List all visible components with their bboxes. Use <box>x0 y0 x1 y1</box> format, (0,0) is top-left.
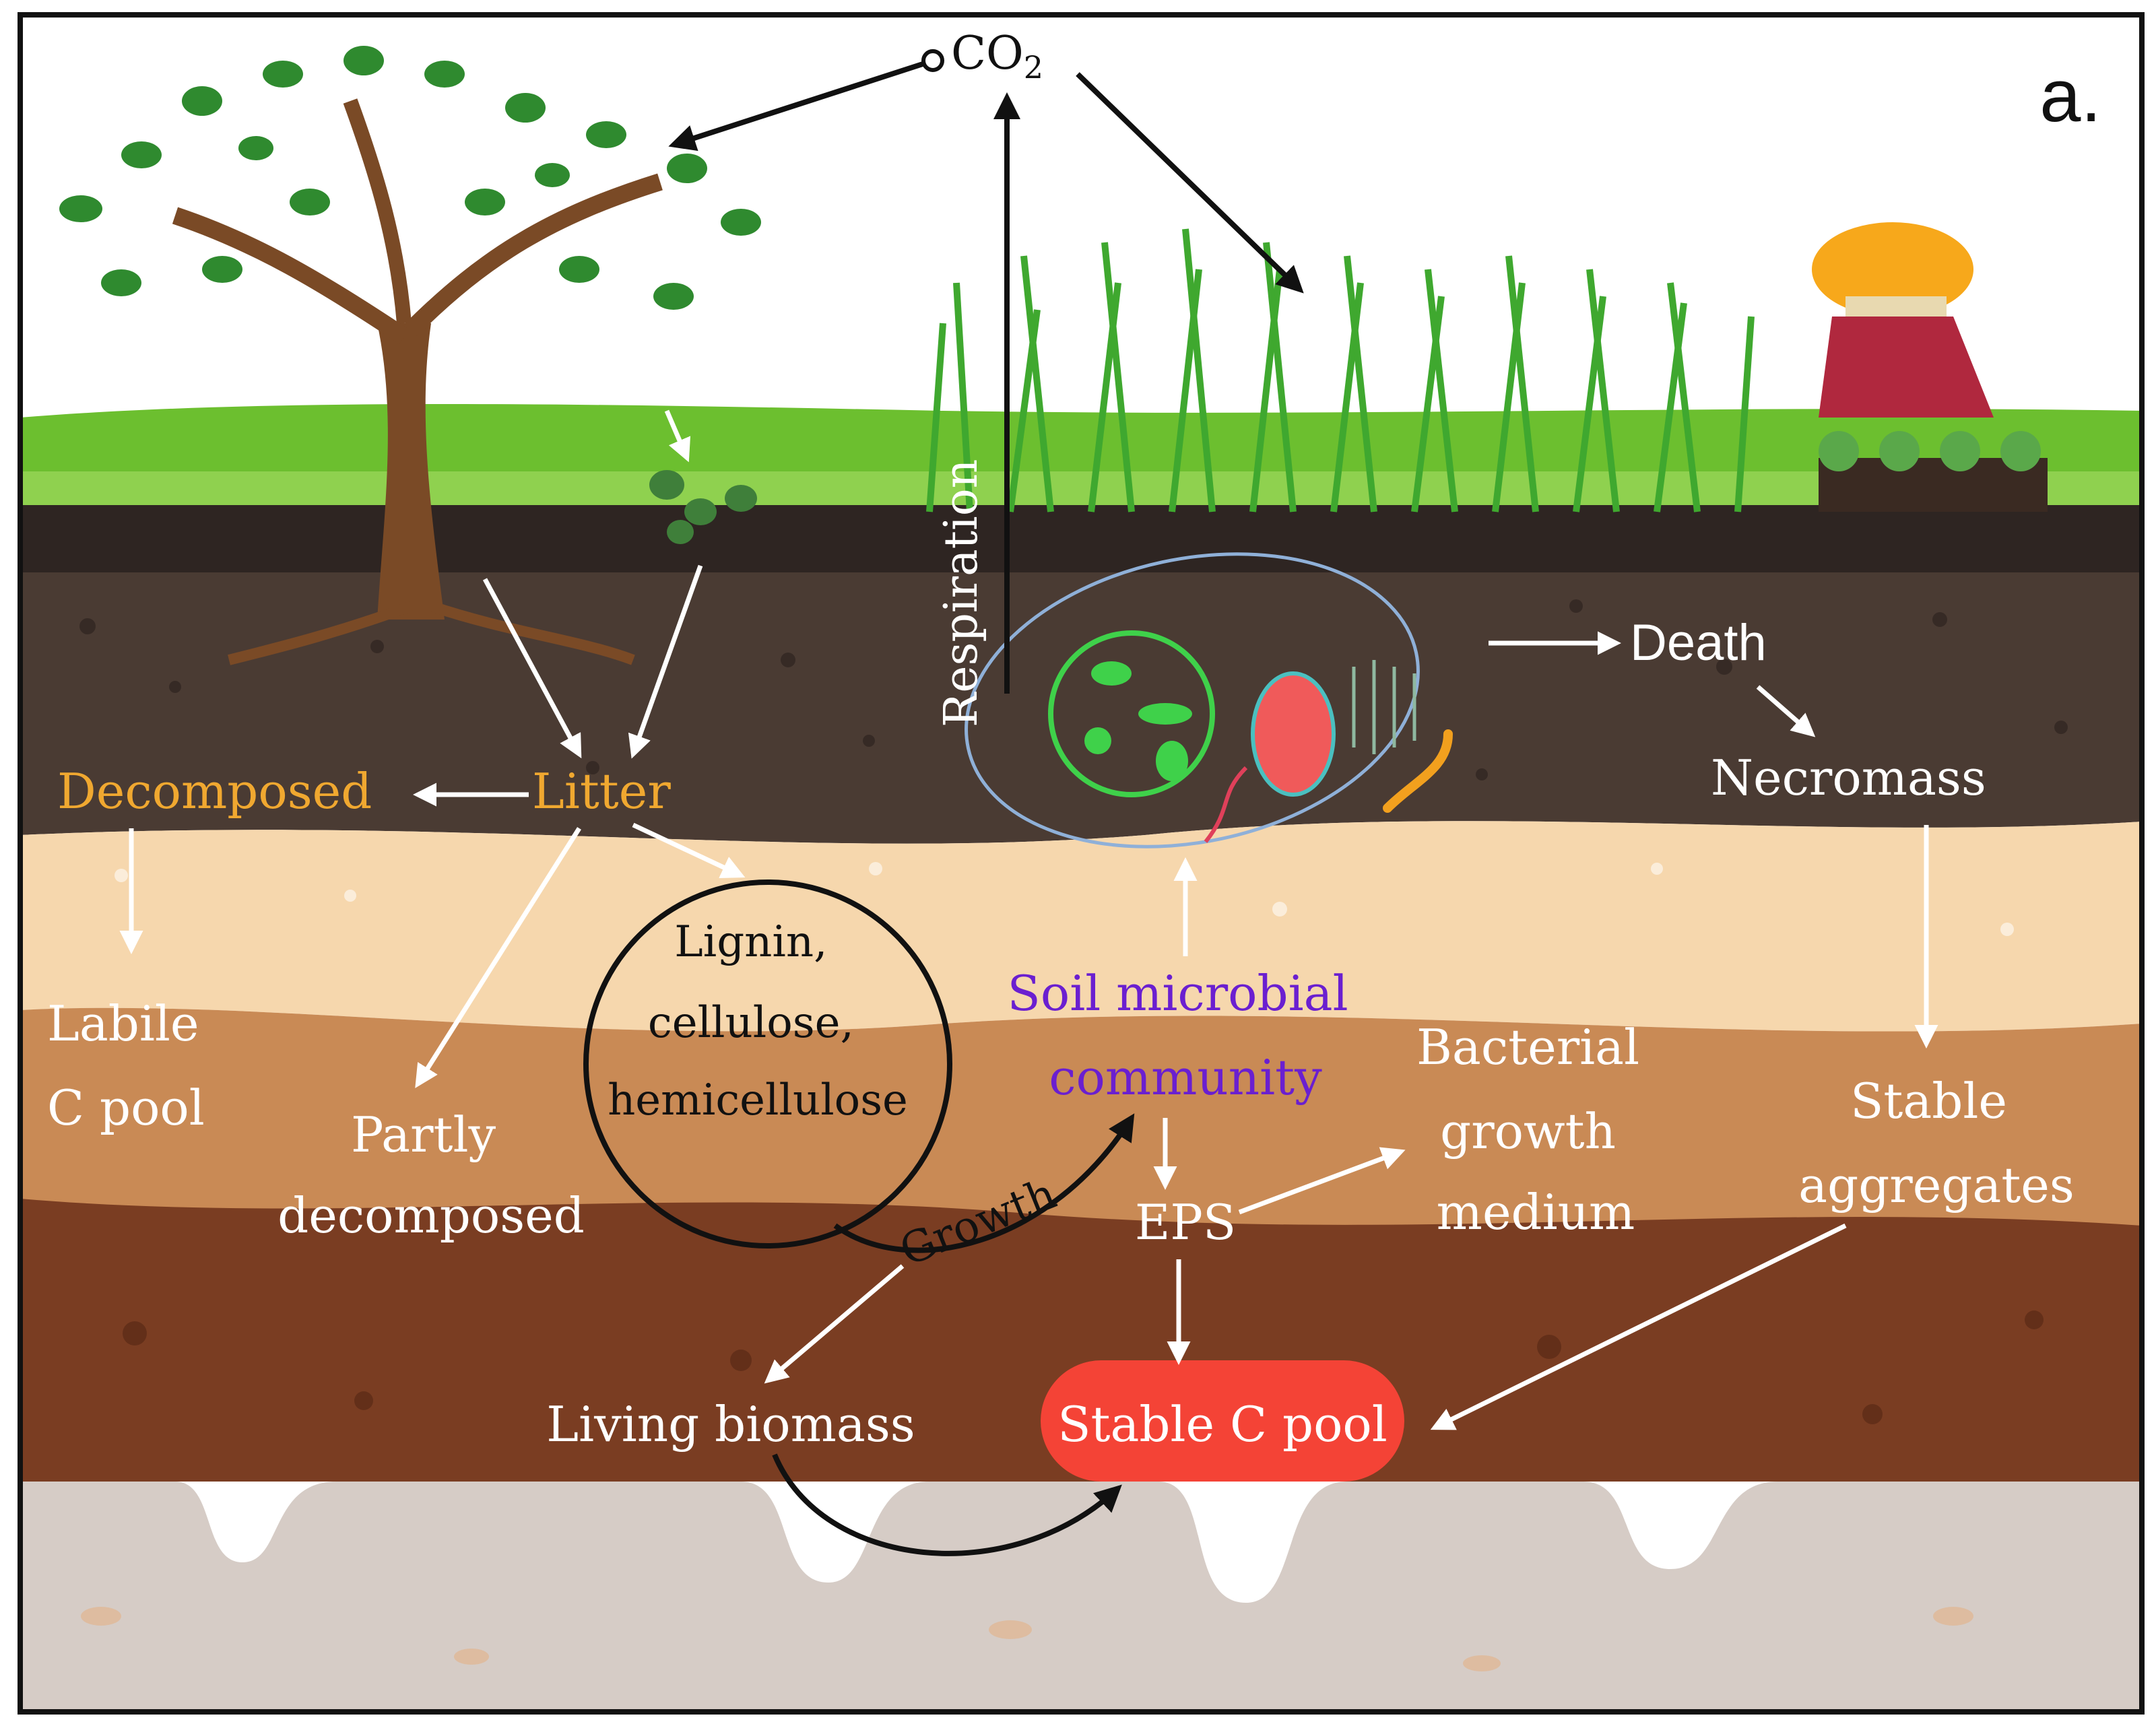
bacteria-icons <box>1084 661 1192 781</box>
sand-speckles <box>115 862 2014 936</box>
soil-speckles <box>79 599 2068 780</box>
arrows-white <box>119 409 1938 1430</box>
panel-frame <box>18 12 2145 1715</box>
stable-aggregates-label: Stable aggregates <box>1798 1073 2075 1214</box>
nematode-icon <box>1383 729 1453 813</box>
litter-label: Litter <box>532 763 671 820</box>
death-label: Death <box>1630 614 1767 671</box>
protozoa-icon <box>1251 671 1336 797</box>
labile-c-pool-label: Labile C pool <box>47 995 214 1136</box>
panel-letter: a. <box>2039 55 2101 137</box>
soil-microbial-community-label: Soil microbial community <box>1008 965 1364 1106</box>
bacteria-cell-icon <box>1048 630 1215 797</box>
co2-source-dot <box>921 49 944 72</box>
co2-label: CO2 <box>951 27 1043 86</box>
partly-decomposed-label: Partly decomposed <box>277 1106 585 1244</box>
fungi-hyphae-icon <box>1352 660 1416 754</box>
topsoil-dark <box>20 505 2142 579</box>
stable-c-pool-label: Stable C pool <box>1057 1396 1387 1453</box>
arrow-co2-to-tree <box>668 61 924 152</box>
necromass-label: Necromass <box>1711 750 1986 806</box>
respiration-label: Respiration <box>935 459 988 727</box>
living-biomass-label: Living biomass <box>546 1396 915 1453</box>
soil-red-brown-layer <box>20 1199 2142 1482</box>
arrows-black <box>668 61 1304 1556</box>
farmer-illustration <box>1812 222 2048 512</box>
decomposed-label: Decomposed <box>57 763 372 820</box>
arrow-growth-curve <box>833 1113 1135 1253</box>
grass-illustration <box>926 228 1755 512</box>
lignin-cellulose-label: Lignin, cellulose, hemicellulose <box>608 917 908 1125</box>
stable-c-pool-box <box>1041 1360 1404 1482</box>
arrow-co2-to-grass <box>1076 72 1304 294</box>
grass-highlight <box>20 471 2142 505</box>
microbe-community-ellipse <box>965 552 1420 849</box>
leaf-litter-icon <box>649 470 757 544</box>
eps-label: EPS <box>1135 1194 1236 1251</box>
bacterial-growth-medium-label: Bacterial growth medium <box>1416 1019 1655 1240</box>
lignin-circle <box>583 879 952 1249</box>
tree-illustration <box>59 46 761 665</box>
dna-icon <box>1204 766 1248 843</box>
bedrock-pebbles <box>81 1607 1973 1671</box>
bedrock-layer <box>20 1482 2142 1710</box>
soil-tan-layer <box>20 1007 2142 1247</box>
arrow-biomass-to-pool <box>772 1453 1122 1556</box>
